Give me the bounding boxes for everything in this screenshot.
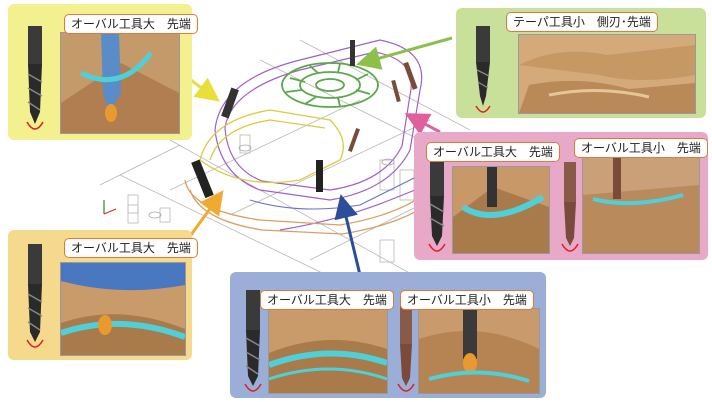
callout-panel-bottom-center: オーバル工具大 先端 オーバル工具小 先端 [230, 272, 546, 398]
arrow-blue [334, 194, 362, 276]
tool-on-model-3 [316, 160, 323, 192]
tool-on-model-6 [348, 128, 360, 152]
tool-on-model-7 [391, 79, 401, 103]
oval-tool-large-icon [22, 244, 48, 350]
callout-label-mid-right-2: オーバル工具小 先端 [574, 138, 708, 158]
callout-panel-bottom-left: オーバル工具大 先端 [8, 230, 198, 360]
callout-label-mid-right-1: オーバル工具大 先端 [426, 142, 560, 162]
callout-label-bottom-center-2: オーバル工具小 先端 [400, 290, 534, 310]
callout-panel-top-left: オーバル工具大 先端 [8, 4, 198, 140]
tool-on-model-2 [191, 159, 214, 199]
oval-tool-large-icon [424, 162, 450, 256]
oval-tool-small-icon [396, 302, 416, 396]
callout-panel-top-right: テーパ工具小 側刃･先端 [456, 8, 706, 118]
callout-label-top-right: テーパ工具小 側刃･先端 [506, 12, 658, 32]
tool-on-model-4 [350, 40, 355, 66]
oval-tool-small-icon [560, 162, 580, 256]
machining-photo-top-left [60, 32, 180, 134]
machining-photo-bottom-center-2 [418, 308, 540, 394]
taper-tool-small-icon [472, 26, 494, 114]
callout-label-bottom-left: オーバル工具大 先端 [64, 238, 198, 258]
machining-photo-top-right [518, 34, 696, 114]
oval-tool-large-icon [240, 290, 266, 394]
machining-photo-bottom-left [60, 262, 186, 356]
oval-tool-large-icon [22, 26, 48, 130]
arrow-green [356, 36, 453, 70]
tool-on-model-1 [221, 87, 239, 119]
callout-label-bottom-center-1: オーバル工具大 先端 [260, 290, 394, 310]
callout-label-top-left: オーバル工具大 先端 [64, 14, 198, 34]
machining-photo-mid-right-1 [452, 166, 550, 254]
machining-photo-mid-right-2 [582, 154, 700, 254]
tool-on-model-5 [403, 61, 418, 90]
callout-panel-mid-right: オーバル工具大 先端 オーバル工具小 先端 [414, 132, 708, 260]
arrow-pink [404, 113, 441, 136]
machining-photo-bottom-center-1 [268, 308, 388, 394]
